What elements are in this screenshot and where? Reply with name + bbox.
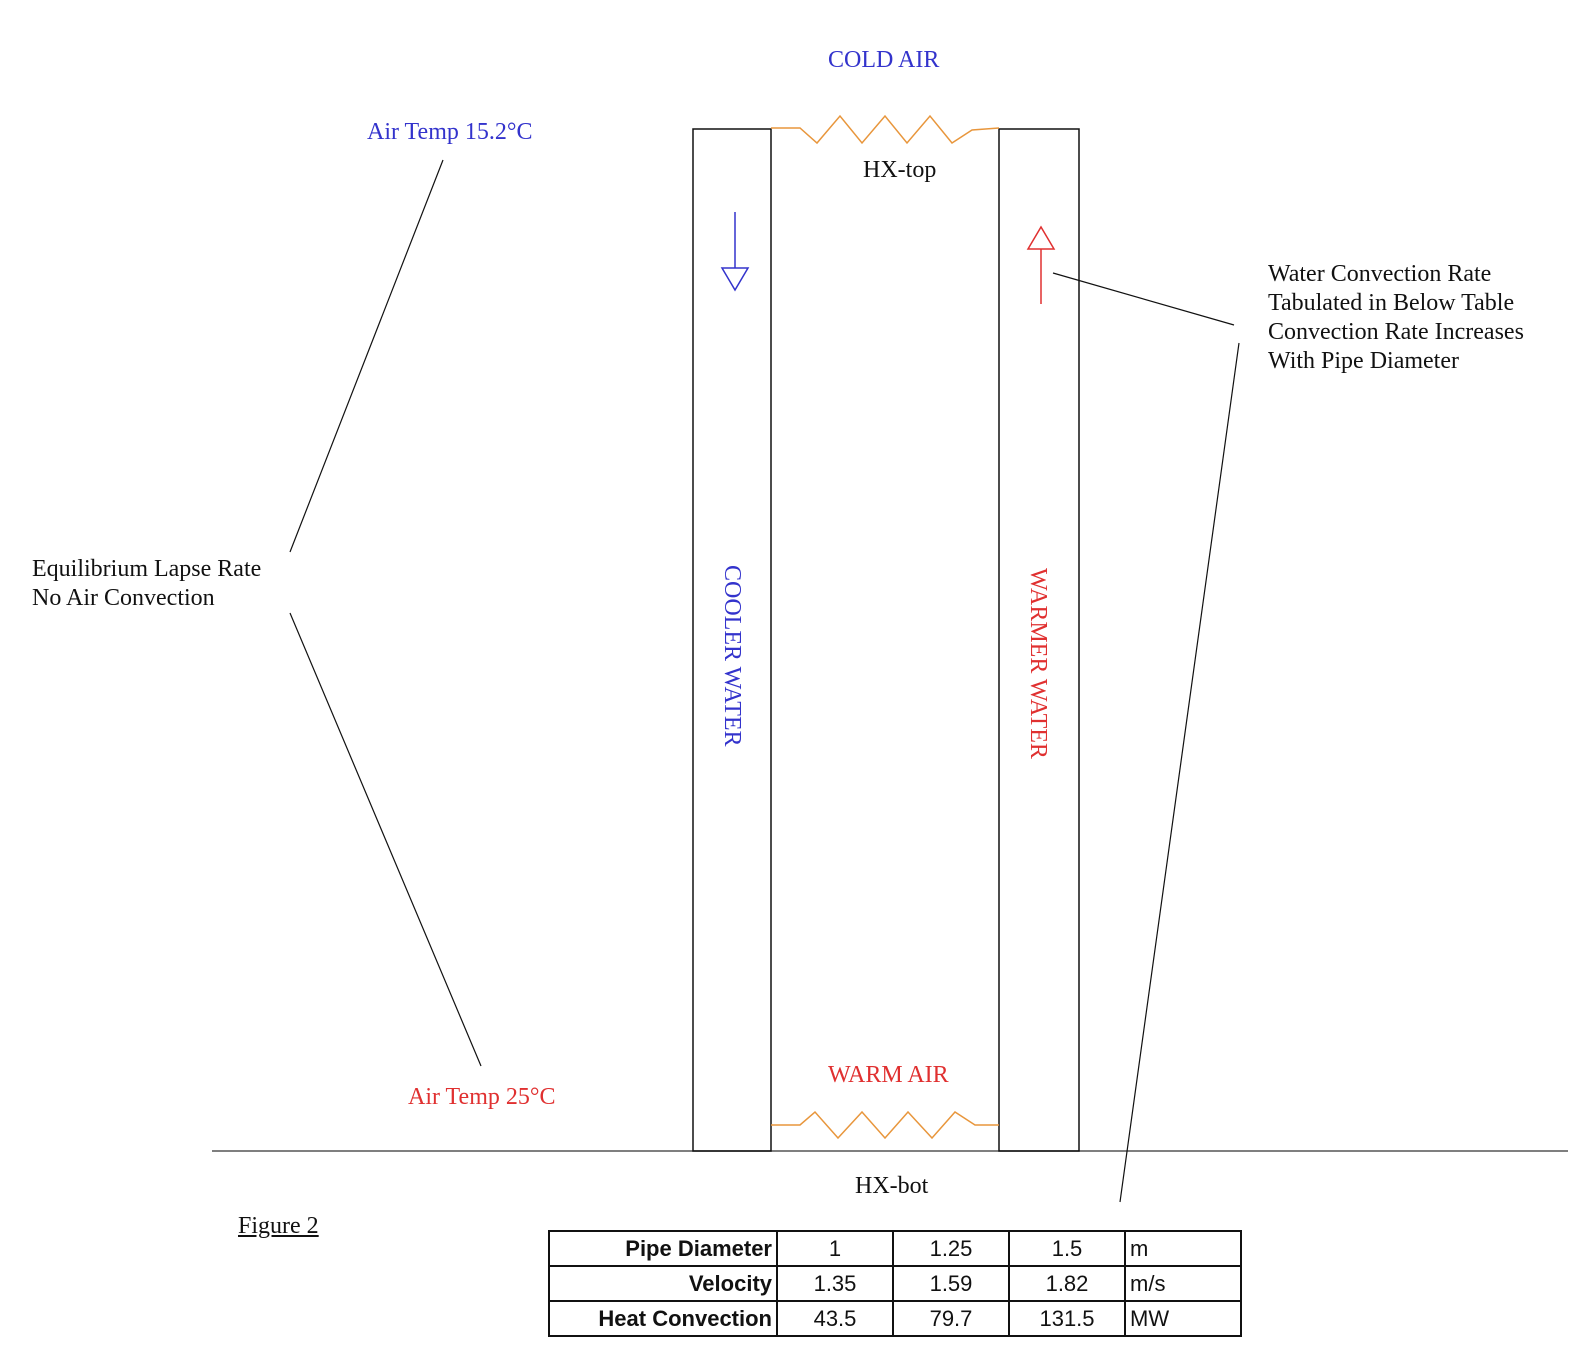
right-callout-line-top <box>1052 272 1235 326</box>
table-cell: 1.5 <box>1008 1230 1126 1267</box>
right-note-line-4: With Pipe Diameter <box>1268 348 1459 374</box>
table-cell: 131.5 <box>1008 1300 1126 1337</box>
row-label: Velocity <box>548 1265 778 1302</box>
down-arrow-icon <box>720 212 750 292</box>
table-cell: 1.25 <box>892 1230 1010 1267</box>
heat-exchanger-bottom-icon <box>771 1110 999 1140</box>
right-note: Water Convection Rate Tabulated in Below… <box>1268 260 1524 376</box>
warmer-water-label: WARMER WATER <box>1025 568 1051 759</box>
warm-air-label: WARM AIR <box>828 1062 949 1088</box>
table-cell: 1.82 <box>1008 1265 1126 1302</box>
table-cell: 1.35 <box>776 1265 894 1302</box>
convection-table: Pipe Diameter 1 1.25 1.5 m Velocity 1.35… <box>548 1230 1242 1337</box>
left-note-line-2: No Air Convection <box>32 585 215 611</box>
unit-cell: m <box>1124 1230 1242 1267</box>
cooler-water-label: COOLER WATER <box>719 565 745 747</box>
right-callout-line-bottom <box>1119 342 1240 1203</box>
row-label: Heat Convection <box>548 1300 778 1337</box>
right-note-line-3: Convection Rate Increases <box>1268 319 1524 345</box>
figure-caption: Figure 2 <box>238 1213 319 1239</box>
table-cell: 79.7 <box>892 1300 1010 1337</box>
cooler-water-pipe <box>692 128 772 1152</box>
table-cell: 1.59 <box>892 1265 1010 1302</box>
left-callout-line-bottom <box>289 612 482 1067</box>
warmer-water-pipe <box>998 128 1080 1152</box>
heat-exchanger-top-icon <box>771 114 1000 145</box>
cold-air-label: COLD AIR <box>828 47 940 73</box>
unit-cell: MW <box>1124 1300 1242 1337</box>
unit-cell: m/s <box>1124 1265 1242 1302</box>
up-arrow-icon <box>1026 225 1056 304</box>
right-note-line-1: Water Convection Rate <box>1268 261 1492 287</box>
table-row: Pipe Diameter 1 1.25 1.5 m <box>548 1230 1242 1267</box>
table-row: Velocity 1.35 1.59 1.82 m/s <box>548 1265 1242 1302</box>
air-temp-bottom-label: Air Temp 25°C <box>408 1084 556 1110</box>
table-cell: 1 <box>776 1230 894 1267</box>
row-label: Pipe Diameter <box>548 1230 778 1267</box>
air-temp-top-label: Air Temp 15.2°C <box>367 119 533 145</box>
hx-top-label: HX-top <box>863 157 937 183</box>
table-cell: 43.5 <box>776 1300 894 1337</box>
right-note-line-2: Tabulated in Below Table <box>1268 290 1515 316</box>
left-note: Equilibrium Lapse Rate No Air Convection <box>32 555 261 613</box>
table-row: Heat Convection 43.5 79.7 131.5 MW <box>548 1300 1242 1337</box>
left-note-line-1: Equilibrium Lapse Rate <box>32 556 262 582</box>
hx-bot-label: HX-bot <box>855 1173 929 1199</box>
left-callout-line-top <box>289 159 444 553</box>
